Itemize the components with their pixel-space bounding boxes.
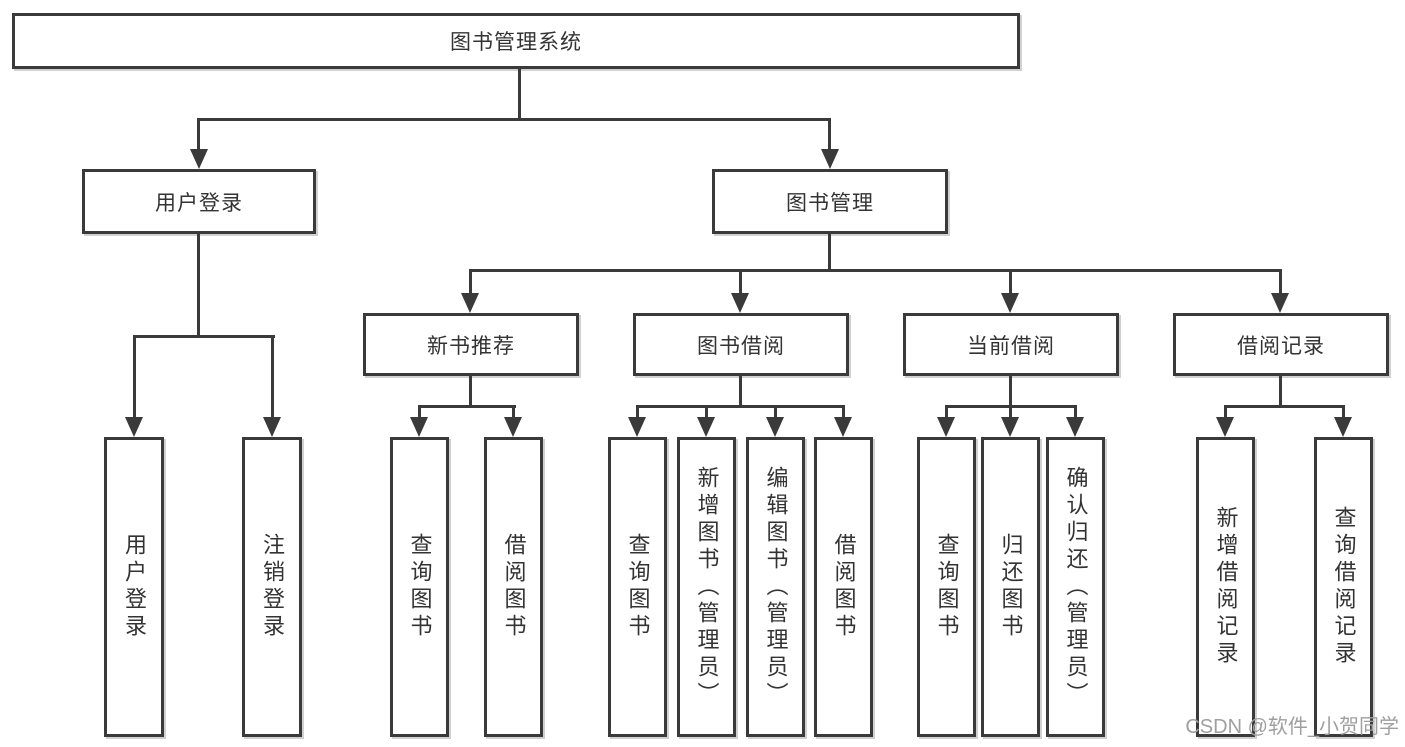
arrow-down-icon [1066,417,1084,437]
arrow-down-icon [410,417,428,437]
connector [636,405,845,408]
leaf-records-query-record: 查询借阅记录 [1314,437,1373,737]
connector [197,118,200,152]
connector [1009,269,1012,297]
connector [774,405,777,420]
connector [469,376,472,408]
node-user-login: 用户登录 [82,169,316,234]
connector [739,376,742,408]
connector [1009,405,1012,420]
arrow-down-icon [263,417,281,437]
node-book-management: 图书管理 [712,169,948,234]
connector [842,405,845,420]
connector [1074,405,1077,420]
connector [512,405,515,420]
connector [945,405,948,420]
arrow-down-icon [697,417,715,437]
arrow-down-icon [937,417,955,437]
connector [636,405,639,420]
connector [518,68,521,120]
leaf-user-login: 用户登录 [104,437,164,737]
node-current-borrow: 当前借阅 [903,313,1119,376]
csdn-watermark: CSDN @软件_小贺同学 [1185,716,1399,738]
leaf-recommend-query-books: 查询图书 [390,437,449,737]
connector [739,269,742,297]
arrow-down-icon [834,417,852,437]
arrow-down-icon [821,149,839,169]
connector [1279,376,1282,408]
arrow-down-icon [504,417,522,437]
arrow-down-icon [731,293,749,313]
connector [1224,405,1345,408]
arrow-down-icon [461,293,479,313]
leaf-borrow-borrow-books: 借阅图书 [814,437,873,737]
connector [469,269,472,297]
leaf-logout: 注销登录 [242,437,302,737]
connector [1009,376,1012,408]
arrow-down-icon [1216,417,1234,437]
node-book-borrow: 图书借阅 [633,313,849,376]
connector [418,405,516,408]
connector [197,234,200,338]
leaf-current-return-books: 归还图书 [981,437,1040,737]
arrow-down-icon [1001,417,1019,437]
node-borrow-records: 借阅记录 [1173,313,1389,376]
leaf-current-query-books: 查询图书 [917,437,976,737]
connector [133,335,136,419]
leaf-borrow-query-books: 查询图书 [608,437,667,737]
leaf-recommend-borrow-books: 借阅图书 [484,437,543,737]
arrow-down-icon [1334,417,1352,437]
connector [828,234,831,272]
node-new-book-recommend: 新书推荐 [363,313,579,376]
leaf-records-add-record: 新增借阅记录 [1196,437,1255,737]
connector [828,118,831,152]
leaf-borrow-edit-books-admin: 编辑图书（管理员） [746,437,805,737]
connector [1224,405,1227,420]
arrow-down-icon [1271,293,1289,313]
connector [418,405,421,420]
connector [197,118,831,121]
node-root: 图书管理系统 [12,13,1020,69]
arrow-down-icon [125,417,143,437]
arrow-down-icon [1001,293,1019,313]
arrow-down-icon [628,417,646,437]
connector [705,405,708,420]
connector [1279,269,1282,297]
connector [133,335,275,338]
arrow-down-icon [190,149,208,169]
connector [469,269,1282,272]
leaf-borrow-add-books-admin: 新增图书（管理员） [677,437,736,737]
connector [1342,405,1345,420]
connector [271,335,274,419]
arrow-down-icon [766,417,784,437]
leaf-current-confirm-return-admin: 确认归还（管理员） [1046,437,1105,737]
